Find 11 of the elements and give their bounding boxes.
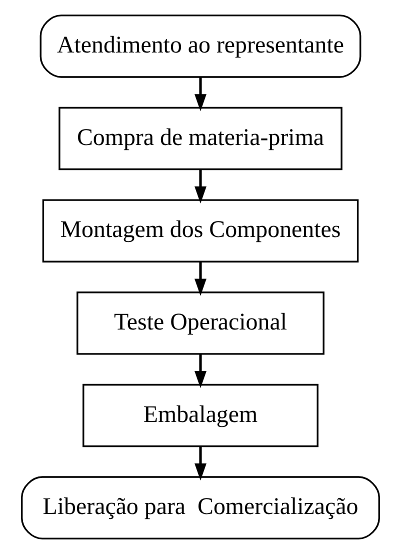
arrow [194, 262, 206, 296]
node-box: Montagem dos Componentes [42, 199, 358, 262]
arrow [194, 77, 206, 112]
node-box: Teste Operacional [76, 292, 324, 355]
arrow [194, 169, 206, 204]
arrow [194, 446, 206, 480]
arrow [194, 354, 206, 388]
node-box: Atendimento ao representante [39, 14, 361, 78]
node-box: Compra de materia-prima [58, 106, 342, 170]
node-box: Liberação para Comercialização [20, 476, 380, 540]
node-box: Embalagem [82, 384, 318, 448]
